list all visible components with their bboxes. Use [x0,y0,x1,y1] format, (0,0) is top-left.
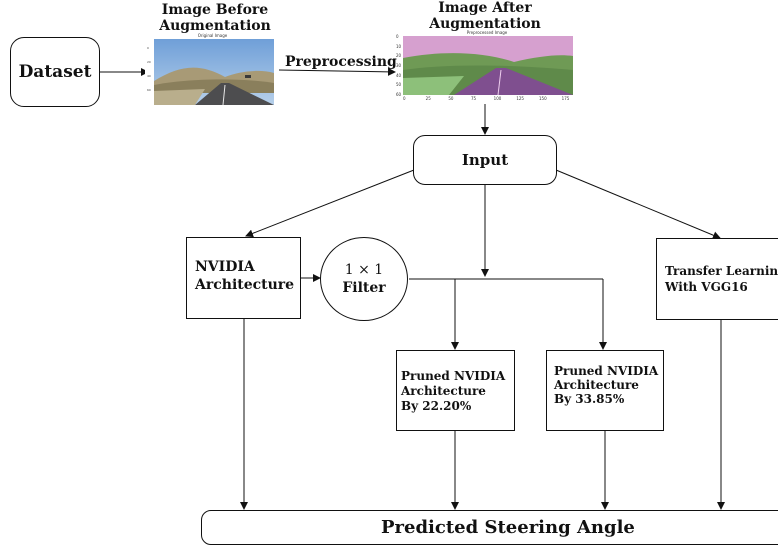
y-tick-label: 40 [396,72,402,78]
after-augmentation-label: Image After Augmentation [415,0,555,32]
svg-text:0: 0 [147,46,149,50]
preprocessed-x-ticks: 0 25 50 75 100 125 150 175 [403,96,573,102]
pruned-nvidia-33-node: Pruned NVIDIA Architecture By 33.85% [546,350,664,431]
x-tick-label: 150 [539,96,547,101]
original-image-title: Original Image [197,33,228,38]
x-tick-label: 75 [471,96,477,101]
pruned1-label-line3: By 22.20% [401,399,472,413]
preprocessed-y-ticks: 0 10 20 30 40 50 60 [396,34,404,97]
nvidia-label-line1: NVIDIA [195,259,255,275]
svg-text:60: 60 [147,88,151,92]
after-label-line1: Image After [438,0,532,16]
x-tick-label: 25 [425,96,431,101]
filter-label-line2: Filter [342,280,386,296]
preprocessing-label: Preprocessing [285,54,397,70]
output-label: Predicted Steering Angle [381,517,635,538]
pruned1-label-line1: Pruned NVIDIA [401,369,506,383]
input-node: Input [413,135,557,185]
original-road-photo: 0 20 40 60 [145,39,274,106]
before-augmentation-label: Image Before Augmentation [150,2,280,34]
arrow-input-to-nvidia [245,169,415,238]
y-tick-label: 10 [396,43,402,49]
x-tick-label: 125 [516,96,524,101]
y-tick-label: 60 [396,92,402,97]
before-label-line1: Image Before [161,2,269,18]
pruned2-label-line1: Pruned NVIDIA [554,364,659,378]
arrow-preprocessing [278,67,396,76]
pruned2-label-line3: By 33.85% [554,392,625,406]
x-tick-label: 175 [561,96,570,101]
y-tick-label: 20 [396,53,402,59]
arrow-input-to-transfer [555,169,721,240]
x-tick-label: 0 [403,96,406,101]
x-tick-label: 50 [448,96,454,101]
nvidia-label-line2: Architecture [195,277,295,293]
nvidia-architecture-node: NVIDIA Architecture [186,237,301,319]
pruned2-label-line2: Architecture [554,378,639,392]
x-tick-label: 100 [493,96,502,101]
dataset-node: Dataset [10,37,100,107]
filter-label-line1: 1 × 1 [344,262,384,278]
transfer-label-line1: Transfer Learning [665,264,778,278]
svg-text:40: 40 [147,74,151,78]
original-image-thumbnail: Original Image 0 20 40 60 [145,33,280,113]
preprocessed-image-title: Preprocessed Image [466,30,508,35]
pruned-nvidia-22-node: Pruned NVIDIA Architecture By 22.20% [396,350,515,431]
preprocessed-image-thumbnail: Preprocessed Image [394,30,580,108]
after-label-line2: Augmentation [429,16,541,32]
y-tick-label: 50 [396,82,402,88]
svg-text:20: 20 [147,60,151,64]
input-label: Input [461,151,509,169]
filter-node: 1 × 1 Filter [320,237,408,321]
transfer-label-line2: With VGG16 [665,280,748,294]
predicted-steering-angle-node: Predicted Steering Angle [201,510,778,545]
preprocessed-road-photo [403,36,573,96]
y-tick-label: 0 [396,34,399,39]
transfer-learning-node: Transfer Learning With VGG16 [656,238,778,320]
dataset-label: Dataset [18,62,92,82]
before-label-line2: Augmentation [159,18,271,34]
pruned1-label-line2: Architecture [401,384,486,398]
y-tick-label: 30 [396,63,402,68]
